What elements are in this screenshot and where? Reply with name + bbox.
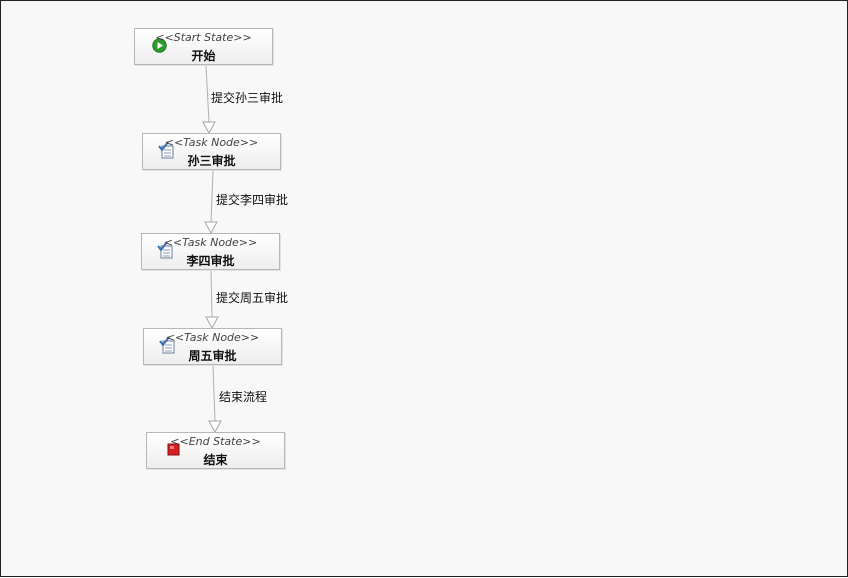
task-clipboard-icon bbox=[157, 241, 173, 259]
arrowhead-icon bbox=[202, 121, 216, 135]
transition-task3-end[interactable] bbox=[208, 365, 222, 434]
transition-label[interactable]: 提交孙三审批 bbox=[211, 91, 284, 105]
transition-task2-task3[interactable] bbox=[205, 270, 219, 330]
transition-line bbox=[210, 270, 213, 318]
arrowhead-icon bbox=[205, 316, 219, 330]
node-stereotype: <<Task Node>> bbox=[163, 236, 258, 249]
task-node-1[interactable]: <<Task Node>> 孙三审批 bbox=[142, 133, 281, 170]
task-node-3[interactable]: <<Task Node>> 周五审批 bbox=[143, 328, 282, 365]
transition-label[interactable]: 提交李四审批 bbox=[216, 193, 289, 207]
node-stereotype: <<Start State>> bbox=[155, 31, 252, 44]
task-clipboard-icon bbox=[158, 141, 174, 159]
node-label: 孙三审批 bbox=[187, 154, 236, 168]
start-play-icon bbox=[152, 38, 167, 53]
node-label: 开始 bbox=[191, 49, 216, 63]
end-state-node[interactable]: <<End State>> 结束 bbox=[146, 432, 285, 469]
arrowhead-icon bbox=[208, 420, 222, 434]
transition-start-task1[interactable] bbox=[202, 65, 216, 135]
node-label: 结束 bbox=[203, 453, 228, 467]
end-stop-icon bbox=[167, 443, 180, 456]
task-clipboard-icon bbox=[159, 336, 175, 354]
node-label: 周五审批 bbox=[188, 349, 237, 363]
task-node-2[interactable]: <<Task Node>> 李四审批 bbox=[141, 233, 280, 270]
start-state-node[interactable]: <<Start State>> 开始 bbox=[134, 28, 273, 65]
node-stereotype: <<End State>> bbox=[170, 435, 261, 448]
transition-line bbox=[212, 365, 216, 422]
transition-label[interactable]: 提交周五审批 bbox=[216, 291, 289, 305]
transition-task1-task2[interactable] bbox=[204, 170, 218, 235]
node-label: 李四审批 bbox=[186, 254, 235, 268]
node-stereotype: <<Task Node>> bbox=[165, 331, 260, 344]
arrowhead-icon bbox=[204, 221, 218, 235]
transition-line bbox=[210, 170, 214, 223]
node-stereotype: <<Task Node>> bbox=[164, 136, 259, 149]
transition-label[interactable]: 结束流程 bbox=[219, 390, 268, 404]
transition-line bbox=[205, 65, 210, 123]
